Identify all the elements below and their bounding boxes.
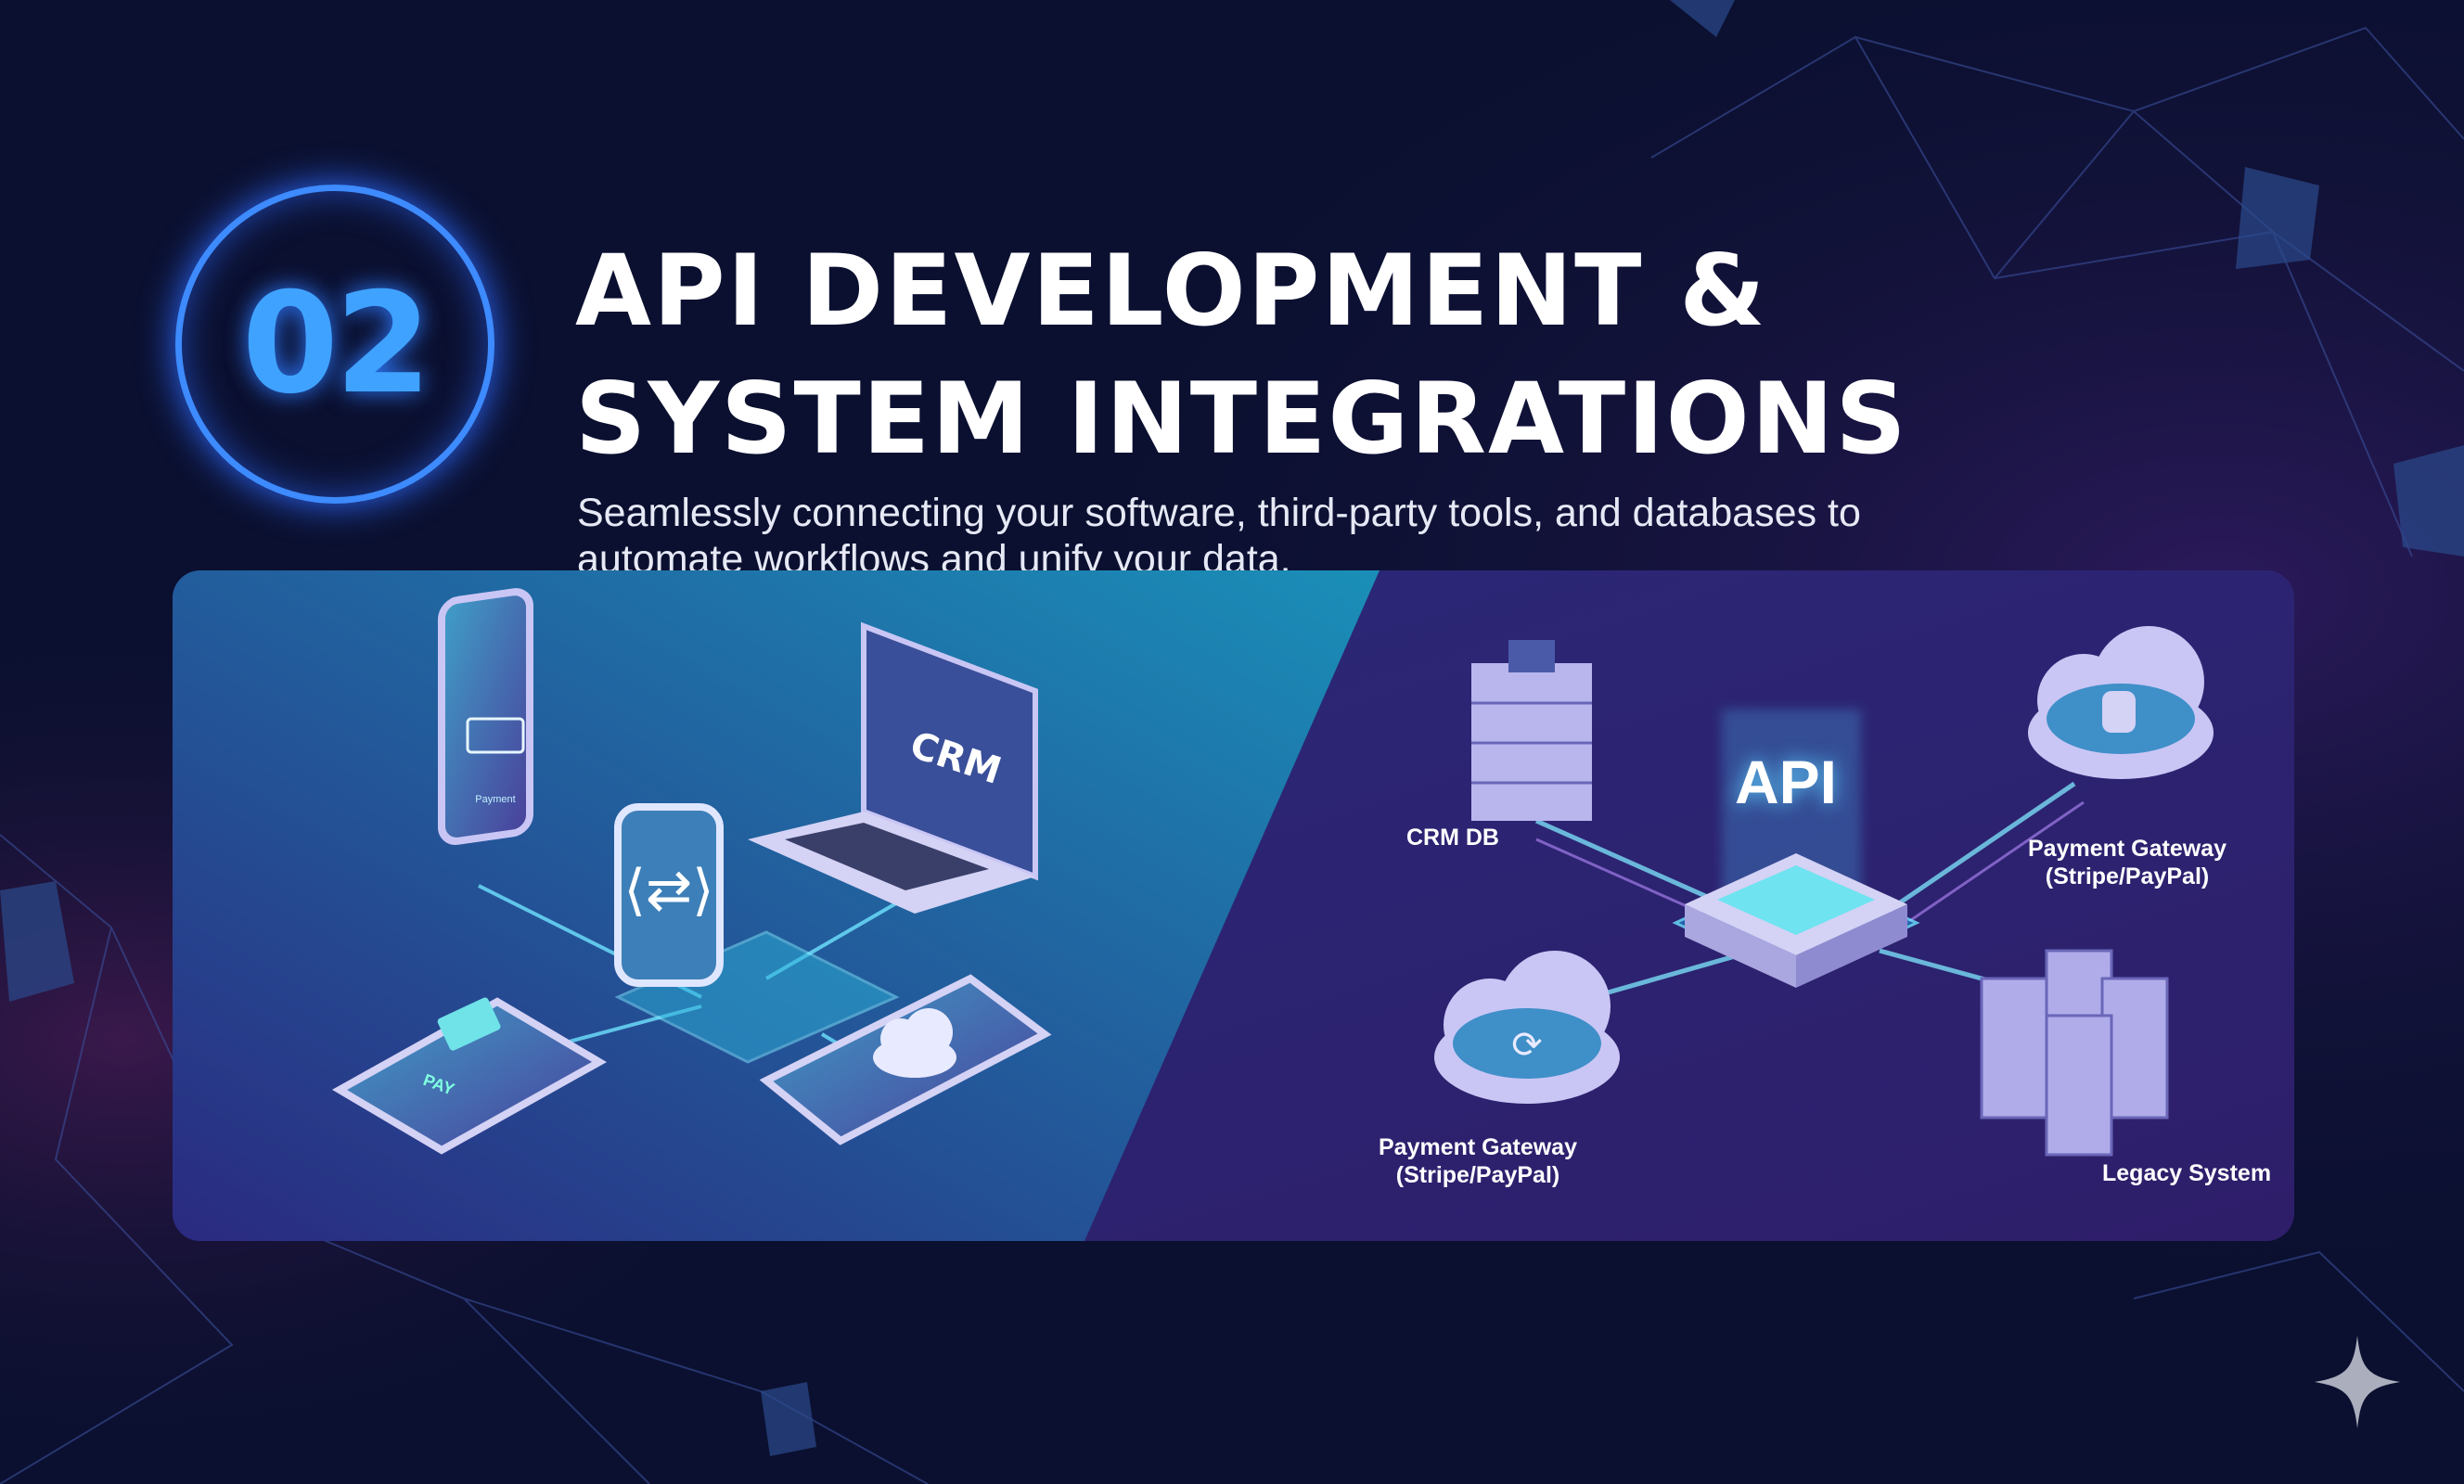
- server-rack-icon: [1980, 949, 2169, 1157]
- page-title: API DEVELOPMENT & SYSTEM INTEGRATIONS: [575, 227, 1908, 483]
- cloud-sync-icon: ⟳: [1434, 951, 1620, 1104]
- api-hub-label: API: [1735, 748, 1838, 816]
- smartphone-icon: Payment: [438, 588, 533, 845]
- title-line-1: API DEVELOPMENT &: [575, 234, 1767, 348]
- svg-text:⟨⇄⟩: ⟨⇄⟩: [623, 858, 713, 923]
- node-label-payment-gateway-bottom: Payment Gateway (Stripe/PayPal): [1379, 1134, 1577, 1188]
- cloud-icon: [873, 1008, 956, 1078]
- cloud-database-icon: [2028, 626, 2214, 779]
- tablet-icon: PAY: [331, 997, 608, 1155]
- node-label-crm-db: CRM DB: [1406, 825, 1499, 851]
- cloud-tablet-icon: [759, 974, 1052, 1145]
- api-connector-icon: ⟨⇄⟩: [614, 803, 900, 1064]
- laptop-icon: CRM: [748, 621, 1038, 914]
- svg-text:⟳: ⟳: [1511, 1024, 1543, 1067]
- section-number-badge: 02: [175, 185, 494, 504]
- illustration-panel: Payment ⟨⇄⟩ CRM PAY: [173, 570, 2294, 1241]
- title-line-2: SYSTEM INTEGRATIONS: [575, 362, 1908, 476]
- phone-button-text: Payment: [475, 794, 515, 805]
- section-number: 02: [241, 263, 432, 425]
- database-server-icon: [1471, 640, 1592, 821]
- illustration-svg: Payment ⟨⇄⟩ CRM PAY: [173, 570, 2294, 1241]
- node-label-legacy-system: Legacy System: [2102, 1160, 2272, 1186]
- node-label-payment-gateway-top: Payment Gateway (Stripe/PayPal): [2028, 836, 2227, 889]
- api-hub-icon: [1672, 853, 1920, 988]
- page-subtitle: Seamlessly connecting your software, thi…: [577, 490, 2061, 582]
- subtitle-line-1: Seamlessly connecting your software, thi…: [577, 491, 1861, 535]
- sparkle-icon: [2315, 1336, 2400, 1428]
